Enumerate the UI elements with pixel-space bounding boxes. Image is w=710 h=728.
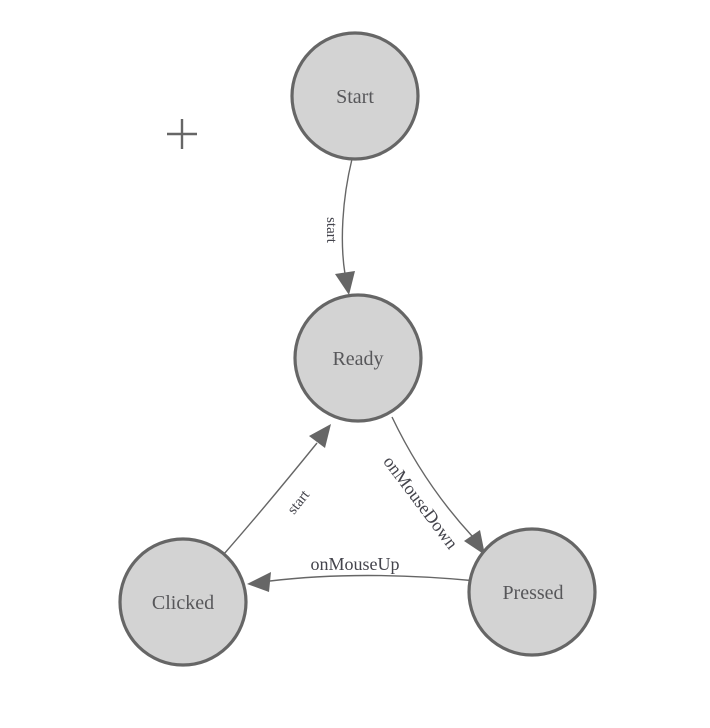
edge-line[interactable] bbox=[391, 416, 473, 537]
arrowhead-icon bbox=[464, 530, 485, 555]
edge-clicked-to-ready[interactable]: start bbox=[223, 424, 331, 555]
node-ready-circle[interactable] bbox=[293, 293, 423, 423]
edge-label-onmousedown: onMouseDown bbox=[379, 452, 462, 553]
arrowhead-icon bbox=[335, 271, 355, 295]
arrowhead-icon bbox=[309, 424, 331, 448]
edge-pressed-to-clicked[interactable]: onMouseUp bbox=[247, 554, 478, 592]
edge-ready-to-pressed[interactable]: onMouseDown bbox=[379, 416, 485, 555]
node-start[interactable]: Start bbox=[290, 31, 420, 161]
edge-line[interactable] bbox=[269, 574, 478, 582]
node-ready-label: Ready bbox=[332, 348, 383, 370]
edge-label-clicked-to-ready: start bbox=[285, 487, 314, 518]
node-clicked-circle[interactable] bbox=[118, 537, 248, 667]
edge-line[interactable] bbox=[223, 442, 318, 555]
node-start-label: Start bbox=[336, 86, 374, 108]
node-start-circle[interactable] bbox=[290, 31, 420, 161]
node-pressed-label: Pressed bbox=[502, 582, 563, 604]
node-pressed-circle[interactable] bbox=[467, 527, 597, 657]
node-clicked[interactable]: Clicked bbox=[118, 537, 248, 667]
edge-start-to-ready[interactable]: start bbox=[323, 158, 355, 295]
node-pressed[interactable]: Pressed bbox=[467, 527, 597, 657]
edge-line[interactable] bbox=[341, 158, 353, 275]
crosshair-plus-icon bbox=[167, 119, 197, 149]
edge-label-start-to-ready: start bbox=[323, 217, 339, 244]
arrowhead-icon bbox=[247, 572, 271, 592]
node-clicked-label: Clicked bbox=[152, 592, 214, 614]
edge-label-onmouseup: onMouseUp bbox=[311, 554, 400, 574]
node-ready[interactable]: Ready bbox=[293, 293, 423, 423]
